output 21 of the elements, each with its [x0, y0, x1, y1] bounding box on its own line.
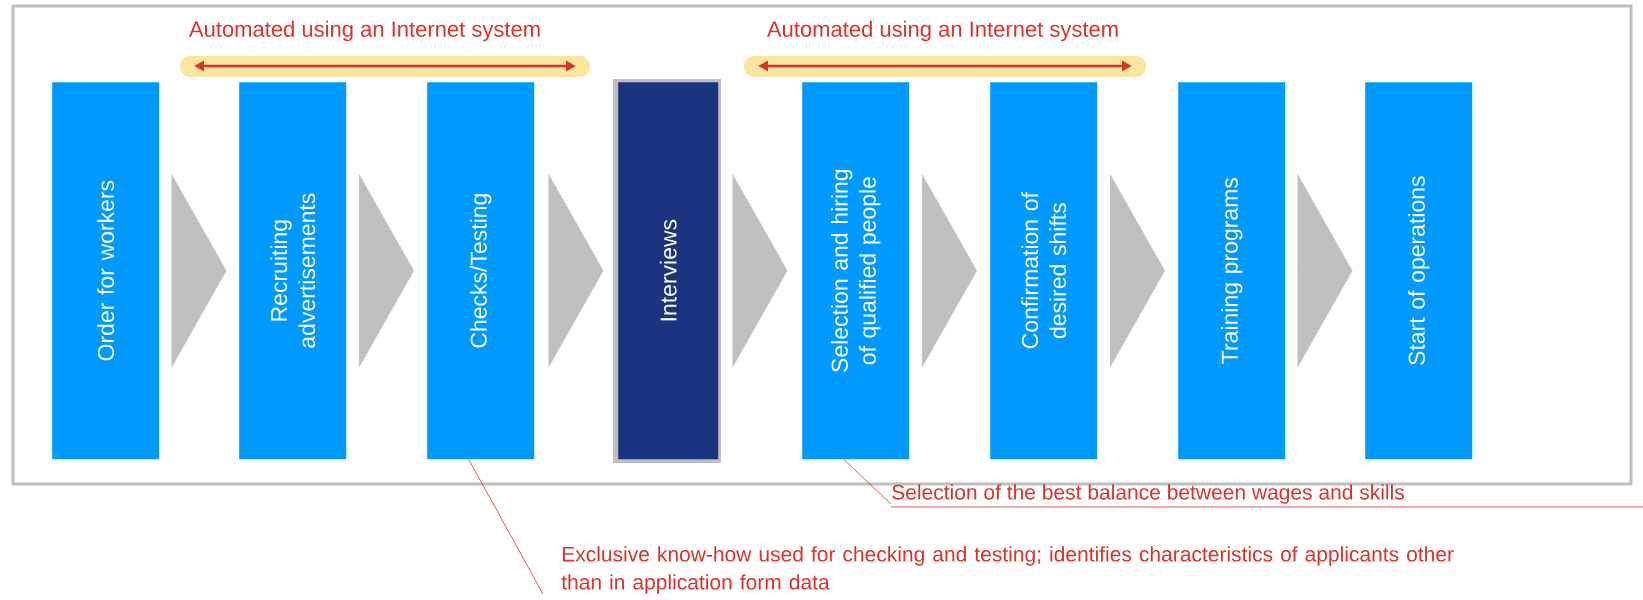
process-box: Order for workers [52, 82, 160, 460]
chevron-arrow [171, 174, 227, 368]
chevron-arrow [1109, 174, 1165, 368]
process-box: Confirmation of desired shifts [990, 82, 1098, 460]
chevron-arrow [1297, 174, 1353, 368]
process-box: Interviews [618, 82, 719, 460]
note-text: Selection of the best balance between wages and skills [890, 484, 1643, 508]
range-label: Automated using an Internet system [188, 20, 540, 42]
process-box: Start of operations [1365, 82, 1473, 460]
leader-line [843, 459, 892, 505]
process-box: Checks/Testing [427, 82, 535, 460]
note-text: Exclusive know-how used for checking and testing; identifies characteristics of applicants other than in application form data [561, 546, 1454, 594]
leader-line [468, 459, 544, 595]
chevron-arrow [548, 174, 604, 368]
chevron-arrow [732, 174, 788, 368]
range-label: Automated using an Internet system [766, 20, 1118, 42]
chevron-arrow [921, 174, 977, 368]
process-box: Selection and hiring of qualified people [802, 82, 910, 460]
process-box: Recruiting advertisements [239, 82, 347, 460]
chevron-arrow [358, 174, 414, 368]
process-box: Training programs [1178, 82, 1286, 460]
